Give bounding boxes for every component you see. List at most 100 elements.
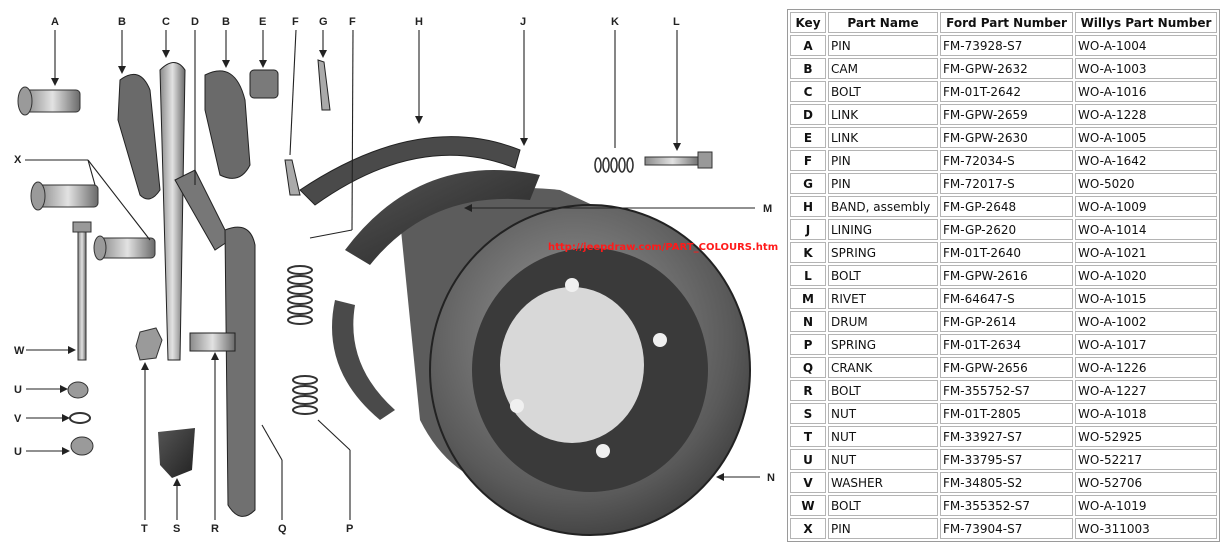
cell-willys-part-number: WO-A-1019 — [1075, 495, 1217, 516]
parts-table-header: Key Part Name Ford Part Number Willys Pa… — [790, 12, 1217, 33]
cell-part-name: LINK — [828, 104, 938, 125]
label-s: S — [173, 523, 180, 535]
cell-key: B — [790, 58, 826, 79]
label-f-lower: F — [349, 16, 356, 28]
cell-ford-part-number: FM-33795-S7 — [940, 449, 1073, 470]
cell-willys-part-number: WO-A-1642 — [1075, 150, 1217, 171]
cell-part-name: CAM — [828, 58, 938, 79]
bolt-c — [159, 62, 186, 361]
cell-part-name: BAND, assembly — [828, 196, 938, 217]
cell-part-name: LINING — [828, 219, 938, 240]
label-b-left: B — [118, 16, 126, 28]
pin-x-lower — [93, 235, 156, 261]
cell-willys-part-number: WO-A-1016 — [1075, 81, 1217, 102]
label-w: W — [14, 345, 25, 357]
link-e — [249, 69, 279, 99]
label-g: G — [319, 16, 328, 28]
cell-part-name: BOLT — [828, 81, 938, 102]
cell-key: A — [790, 35, 826, 56]
crank-q — [224, 226, 256, 517]
cell-part-name: BOLT — [828, 265, 938, 286]
brake-band — [299, 136, 540, 420]
cell-part-name: PIN — [828, 35, 938, 56]
cell-part-name: NUT — [828, 426, 938, 447]
header-part-name: Part Name — [828, 12, 938, 33]
cell-willys-part-number: WO-52925 — [1075, 426, 1217, 447]
cell-part-name: CRANK — [828, 357, 938, 378]
cell-key: K — [790, 242, 826, 263]
cell-ford-part-number: FM-34805-S2 — [940, 472, 1073, 493]
cell-willys-part-number: WO-52217 — [1075, 449, 1217, 470]
cell-willys-part-number: WO-A-1002 — [1075, 311, 1217, 332]
cell-ford-part-number: FM-GPW-2630 — [940, 127, 1073, 148]
cell-key: Q — [790, 357, 826, 378]
label-v: V — [14, 413, 22, 425]
callouts: A B C D B E F G F H J K L M N X W — [14, 16, 775, 535]
cell-key: T — [790, 426, 826, 447]
cell-ford-part-number: FM-01T-2805 — [940, 403, 1073, 424]
label-d: D — [191, 16, 199, 28]
bolt-r — [189, 332, 236, 352]
cell-part-name: BOLT — [828, 495, 938, 516]
label-u-upper: U — [14, 384, 22, 396]
cam-b-right — [204, 70, 251, 179]
washer-v — [69, 412, 91, 424]
cell-ford-part-number: FM-GPW-2632 — [940, 58, 1073, 79]
label-m: M — [763, 203, 772, 215]
cell-willys-part-number: WO-A-1227 — [1075, 380, 1217, 401]
cell-willys-part-number: WO-A-1005 — [1075, 127, 1217, 148]
drum — [400, 188, 751, 536]
exploded-parts-diagram: http://jeepdraw.com/PART_COLOURS.htm A B… — [14, 16, 778, 536]
cell-willys-part-number: WO-5020 — [1075, 173, 1217, 194]
spring-p — [287, 265, 318, 415]
cell-key: L — [790, 265, 826, 286]
nut-s — [158, 428, 195, 478]
cell-key: G — [790, 173, 826, 194]
cell-part-name: PIN — [828, 173, 938, 194]
cell-willys-part-number: WO-A-1009 — [1075, 196, 1217, 217]
cell-key: N — [790, 311, 826, 332]
cell-key: V — [790, 472, 826, 493]
cell-ford-part-number: FM-72034-S — [940, 150, 1073, 171]
label-e: E — [259, 16, 266, 28]
header-key: Key — [790, 12, 826, 33]
cell-ford-part-number: FM-01T-2640 — [940, 242, 1073, 263]
cell-willys-part-number: WO-311003 — [1075, 518, 1217, 539]
cell-ford-part-number: FM-GP-2620 — [940, 219, 1073, 240]
cell-key: D — [790, 104, 826, 125]
spring-k — [594, 157, 634, 173]
pin-x-upper — [30, 181, 99, 211]
cell-ford-part-number: FM-01T-2634 — [940, 334, 1073, 355]
label-t: T — [141, 523, 148, 535]
label-k: K — [611, 16, 619, 28]
cell-part-name: RIVET — [828, 288, 938, 309]
label-b-right: B — [222, 16, 230, 28]
cell-ford-part-number: FM-73928-S7 — [940, 35, 1073, 56]
label-u-lower: U — [14, 446, 22, 458]
cell-willys-part-number: WO-52706 — [1075, 472, 1217, 493]
cell-part-name: NUT — [828, 403, 938, 424]
cell-key: J — [790, 219, 826, 240]
pin-g — [317, 59, 331, 111]
nut-t — [135, 327, 163, 361]
label-h: H — [415, 16, 423, 28]
label-l: L — [673, 16, 680, 28]
cell-willys-part-number: WO-A-1020 — [1075, 265, 1217, 286]
cell-key: P — [790, 334, 826, 355]
bolt-l — [644, 151, 713, 169]
header-willys-part-number: Willys Part Number — [1075, 12, 1217, 33]
nut-u-upper — [67, 381, 89, 399]
cell-key: U — [790, 449, 826, 470]
